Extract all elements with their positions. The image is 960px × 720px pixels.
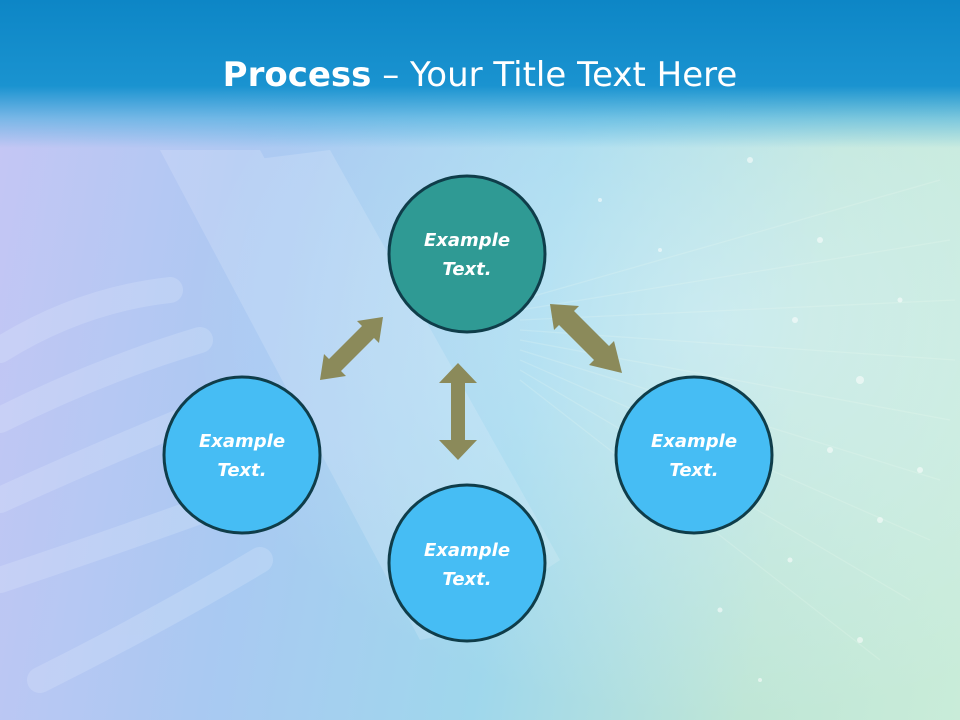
arrow-top-bottom bbox=[439, 363, 477, 460]
process-node-bottom[interactable]: Example Text. bbox=[387, 483, 547, 643]
node-label-line2: Text. bbox=[217, 460, 266, 481]
node-circle bbox=[162, 375, 322, 535]
node-label-line2: Text. bbox=[669, 460, 718, 481]
node-label-line2: Text. bbox=[442, 259, 491, 280]
process-node-left[interactable]: Example Text. bbox=[162, 375, 322, 535]
title-bold: Process bbox=[222, 55, 372, 95]
double-arrow-icon bbox=[550, 304, 622, 373]
node-label-line1: Example bbox=[651, 431, 737, 452]
node-label-line1: Example bbox=[199, 431, 285, 452]
node-label-line1: Example bbox=[424, 540, 510, 561]
process-node-top[interactable]: Example Text. bbox=[387, 174, 547, 334]
arrow-top-right bbox=[550, 304, 622, 373]
node-circle bbox=[387, 483, 547, 643]
double-arrow-icon bbox=[320, 317, 383, 380]
node-circle bbox=[614, 375, 774, 535]
node-label-line2: Text. bbox=[442, 569, 491, 590]
double-arrow-icon bbox=[439, 363, 477, 460]
slide-title[interactable]: Process – Your Title Text Here bbox=[0, 54, 960, 96]
title-rest: Your Title Text Here bbox=[410, 55, 738, 95]
process-node-right[interactable]: Example Text. bbox=[614, 375, 774, 535]
title-banner: Process – Your Title Text Here bbox=[0, 0, 960, 148]
title-dash: – bbox=[371, 55, 411, 95]
arrow-top-left bbox=[320, 317, 383, 380]
node-label-line1: Example bbox=[424, 230, 510, 251]
node-circle bbox=[387, 174, 547, 334]
